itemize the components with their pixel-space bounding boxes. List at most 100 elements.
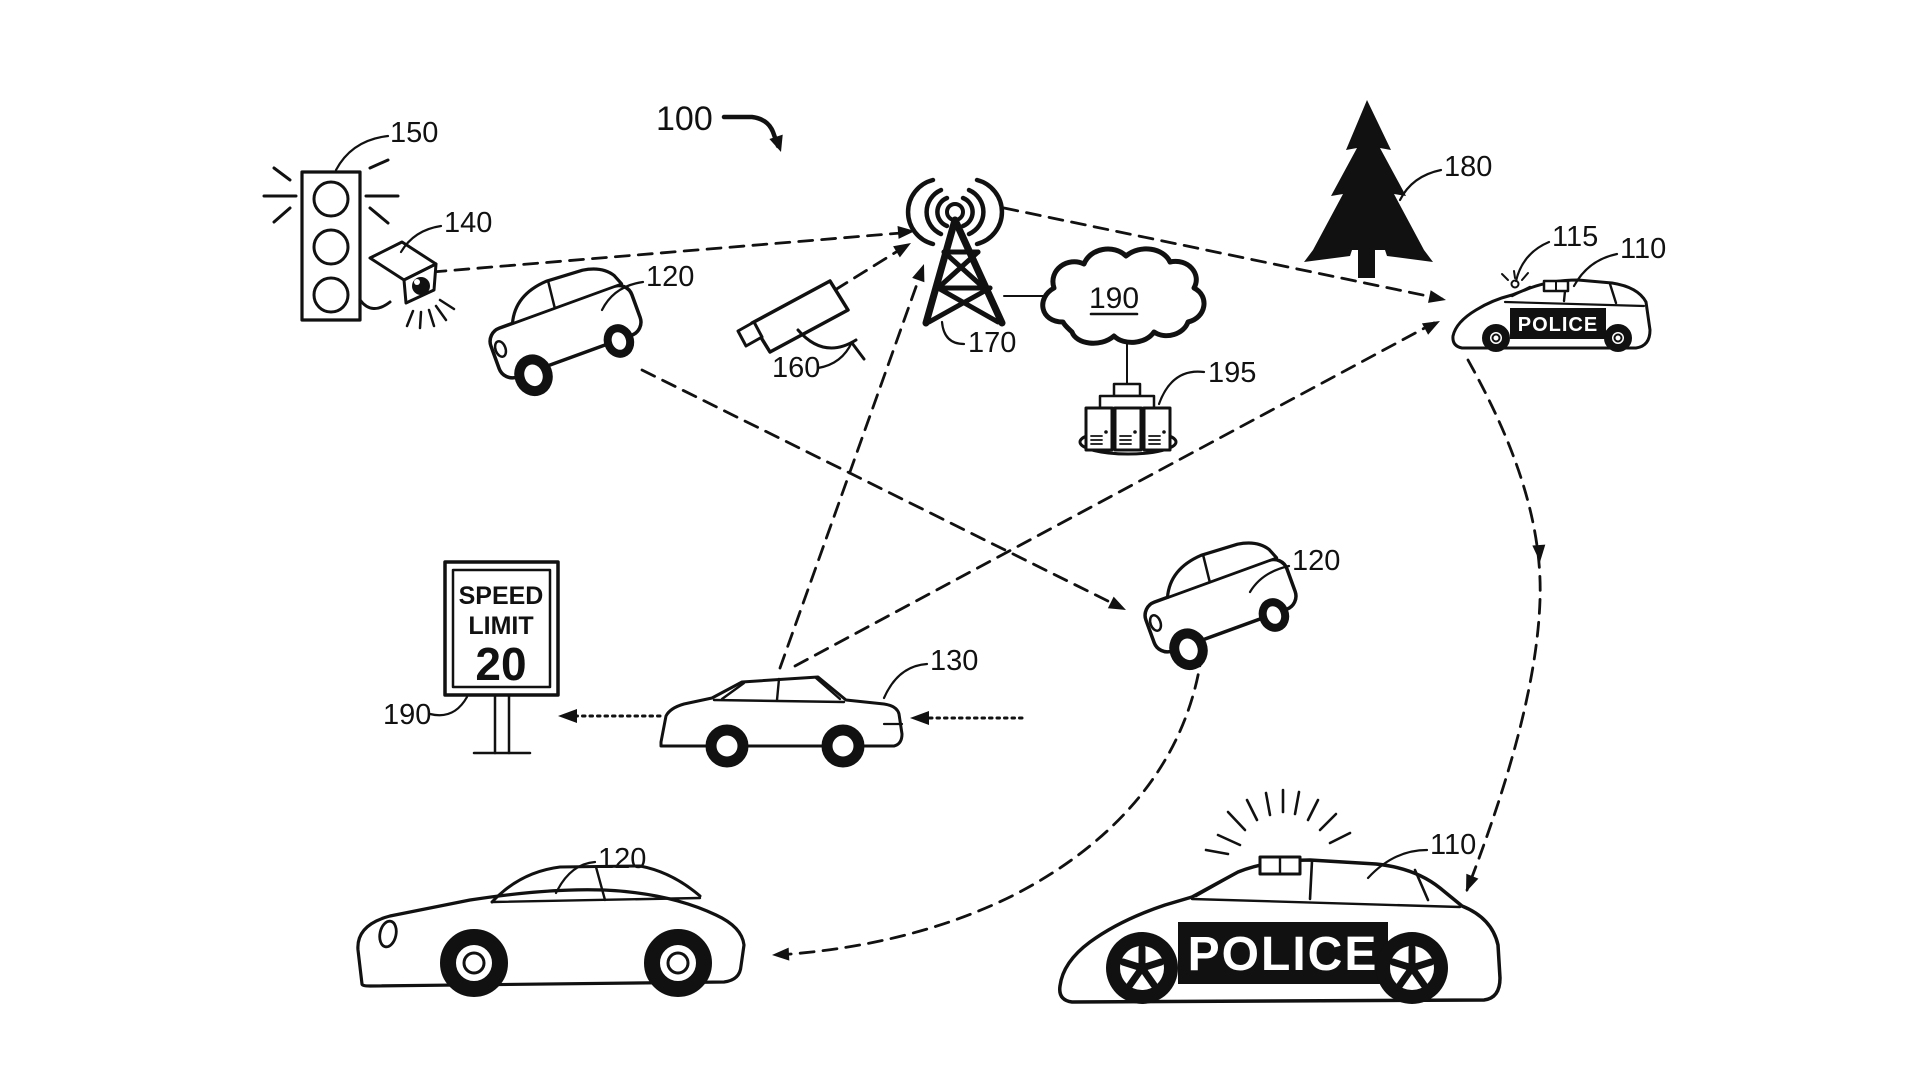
sign-line1: SPEED [459,582,544,610]
link-police-small-to-police-large [1465,358,1542,892]
beltline [490,896,702,904]
link-car120-to-sportscar [776,650,1204,957]
server-cluster [1078,382,1178,456]
police-banner [1510,308,1606,339]
system-reference: 100 [656,100,781,149]
canopy [490,864,702,904]
car-top-left [477,255,652,400]
front-hub [462,951,486,975]
sedan-car [659,675,904,768]
leader-server-cluster [1157,370,1206,406]
link-tower-to-police-small [1002,206,1444,301]
link-car120-to-car120 [640,368,1124,610]
label-radio-tower: 170 [968,327,1016,359]
label-sports-car: 120 [598,843,646,875]
arrowhead [772,947,790,961]
link-camera140-to-tower [430,230,915,274]
camera-cap [736,320,764,348]
traffic-light-lamp [312,276,350,314]
cloud-outline [1040,246,1207,346]
traffic-light-lamp [312,228,350,266]
camera-bracket [796,328,858,350]
leader-car-middle-right [1248,564,1291,594]
rear-glass-line [1608,282,1618,305]
camera-bracket-tail [850,341,866,361]
car-middle-right [1132,529,1307,674]
camera-flash-rays [405,298,456,330]
label-speed-limit-sign: 190 [383,699,431,731]
traffic-light-flash-marks [262,158,400,225]
tree-jags [1304,250,1352,262]
leader-police-car-small [1572,252,1619,288]
label-rooftop-sensor: 115 [1552,221,1598,253]
leader-sports-car [554,860,597,895]
arrowhead [558,709,577,723]
speed-limit-sign: SPEED LIMIT 20 [443,560,560,755]
police-banner [1178,922,1388,984]
server-towers [1084,406,1172,452]
leader-tree [1398,168,1443,202]
label-traffic-camera: 140 [444,207,492,239]
label-sedan: 130 [930,645,978,677]
label-tree: 180 [1444,151,1492,183]
rear-hub [666,951,690,975]
system-ref-label: 100 [656,100,713,138]
roadside-camera [736,279,866,361]
tower-legs [922,216,1006,327]
system-ref-arrow [721,114,781,149]
beltline [1190,897,1462,909]
rear-wheel [644,929,712,997]
rear-glass-line [814,676,842,701]
pine-tree [1304,100,1433,278]
windshield-line [1510,285,1532,298]
label-network-cloud: 190 [1089,282,1139,315]
arrowhead [1532,544,1546,562]
label-car-top-left: 120 [646,261,694,293]
windshield-line [720,681,746,701]
arrowhead [910,711,929,725]
sign-line2: LIMIT [468,612,533,640]
traffic-light-body [300,170,362,322]
arrowheads [558,134,1546,961]
leader-police-car-large [1366,848,1429,880]
light-flash-rays [1204,788,1352,856]
car-body [659,675,904,748]
rear-wheel [821,724,865,768]
leader-rooftop-sensor [1514,240,1551,283]
rear-hub [1613,333,1623,343]
network-cloud: 190 [1040,246,1207,346]
front-wheel [440,929,508,997]
rear-glass-line [1413,868,1430,902]
beltline [1503,300,1646,308]
tree-jags [1385,250,1433,262]
front-wheel [1482,324,1510,352]
front-wheel [705,724,749,768]
arrowhead [1428,290,1446,303]
traffic-light [262,158,400,322]
tree-trunk [1358,250,1375,278]
tower-signal-arcs [905,177,1005,247]
leader-speed-limit-sign [428,695,469,717]
sign-inner [451,568,552,689]
headlight [378,919,398,949]
front-wheel [1106,932,1178,1004]
server-manifold [1098,394,1156,410]
arrowhead [893,243,911,258]
leader-roadside-camera [816,340,854,370]
label-server-cluster: 195 [1208,357,1256,389]
label-roadside-camera: 160 [772,352,820,384]
pillar-line [775,677,781,702]
comm-links [430,206,1542,957]
sports-car [356,864,746,997]
arrowhead [1421,321,1440,335]
police-car-large: POLICE [1058,788,1502,1004]
windshield-line [1194,869,1242,898]
leader-traffic-light [334,134,390,172]
pillar-line [594,865,607,902]
link-sedan-to-tower [778,268,924,670]
label-car-middle-right: 120 [1292,545,1340,577]
leader-car-top-left [600,280,645,312]
motion-arrows [562,714,1024,720]
